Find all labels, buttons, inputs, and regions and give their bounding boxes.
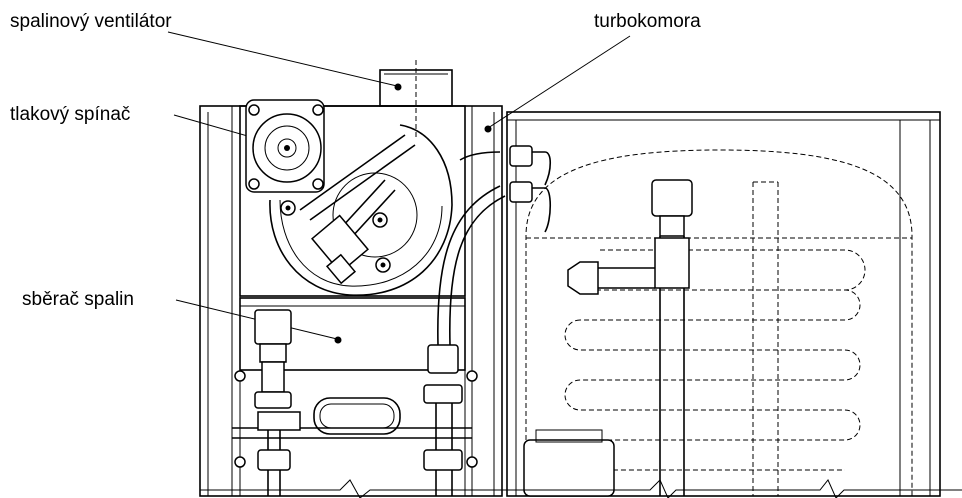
label-spalinovy-ventilator: spalinový ventilátor (10, 11, 172, 32)
break-lines (200, 479, 962, 498)
label-tlakovy-spinac: tlakový spínač (10, 104, 131, 125)
hot-water-tank (506, 111, 941, 497)
label-sberac-spalin: sběrač spalin (22, 289, 134, 310)
label-turbokomora: turbokomora (594, 11, 701, 32)
boiler-housing (199, 60, 506, 497)
